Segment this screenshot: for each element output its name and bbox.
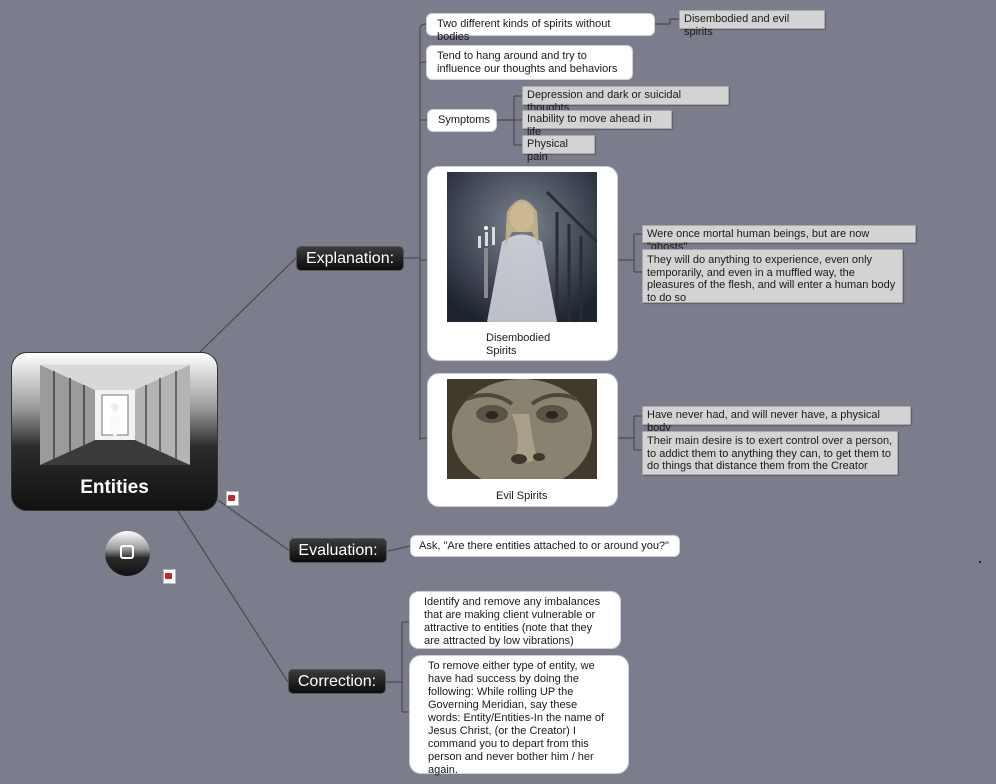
topic-spirit-kinds[interactable]: Two different kinds of spirits without b…: [426, 13, 655, 43]
procedure-line: person and never bother him / her: [428, 751, 594, 763]
note-line: temporarily, and even in a muffled way, …: [647, 266, 855, 279]
procedure-line: Governing Meridian, say these: [428, 699, 578, 711]
disembodied-caption-line: Disembodied: [486, 332, 551, 344]
ghost-woman-image: [447, 172, 597, 322]
gargoyle-image: [447, 379, 597, 479]
note-spirit-kinds-detail[interactable]: Disembodied and evil spirits: [679, 10, 825, 38]
central-topic-title: Entities: [80, 477, 149, 498]
note-line: pleasures of the flesh, and will enter a…: [647, 279, 896, 291]
procedure-line: have had success by doing the: [428, 673, 580, 685]
note-line: Their main desire is to exert control ov…: [647, 435, 893, 447]
stray-dot: [979, 561, 981, 563]
pdf-attachment-icon[interactable]: [226, 491, 239, 506]
procedure-line: Jesus Christ, (or the Creator) I: [428, 725, 576, 737]
imbalance-line: attractive to entities (note that they: [424, 622, 593, 634]
note-control-desire[interactable]: Their main desire is to exert control ov…: [642, 431, 898, 475]
procedure-line: To remove either type of entity, we: [428, 660, 595, 672]
hallway-image: [40, 365, 190, 465]
topic-influence[interactable]: Tend to hang around and try to influence…: [426, 45, 633, 80]
topic-remove-imbalances[interactable]: Identify and remove any imbalances that …: [409, 591, 621, 649]
note-flesh-pleasures[interactable]: They will do anything to experience, eve…: [642, 249, 903, 304]
topic-symptoms[interactable]: Symptoms: [427, 109, 497, 132]
branch-evaluation[interactable]: Evaluation:: [289, 538, 387, 563]
note-line: to addict them to anything they can, to …: [647, 447, 891, 460]
central-topic-entities[interactable]: Entities: [11, 352, 218, 511]
procedure-line: again.: [428, 764, 458, 776]
evil-caption: Evil Spirits: [496, 490, 548, 502]
note-line: do things that distance them from the Cr…: [647, 460, 868, 472]
symptom-item[interactable]: Depression and dark or suicidal thoughts: [522, 86, 729, 114]
procedure-line: command you to depart from this: [428, 738, 589, 750]
note-mortal-ghosts[interactable]: Were once mortal human beings, but are n…: [642, 225, 916, 253]
procedure-line: following: While rolling UP the: [428, 686, 574, 698]
imbalance-line: are attracted by low vibrations): [424, 635, 574, 647]
symptom-item[interactable]: Inability to move ahead in life: [522, 110, 672, 138]
imbalance-line: that are making client vulnerable or: [424, 609, 596, 621]
topic-evaluation-question[interactable]: Ask, "Are there entities attached to or …: [410, 535, 680, 557]
square-icon: [120, 545, 134, 559]
disembodied-caption-line: Spirits: [486, 345, 517, 357]
note-line: to do so: [647, 291, 687, 304]
imbalance-line: Identify and remove any imbalances: [424, 596, 601, 608]
branch-correction[interactable]: Correction:: [288, 669, 386, 694]
procedure-line: words: Entity/Entities-In the name of: [428, 712, 605, 724]
symptom-item[interactable]: Physical pain: [522, 135, 595, 163]
topic-disembodied-spirits[interactable]: Disembodied Spirits: [427, 166, 618, 361]
influence-line: influence our thoughts and behaviors: [437, 63, 618, 75]
branch-explanation[interactable]: Explanation:: [296, 246, 404, 271]
topic-evil-spirits[interactable]: Evil Spirits: [427, 373, 618, 507]
note-line: They will do anything to experience, eve…: [647, 254, 873, 266]
pdf-attachment-icon-2[interactable]: [163, 569, 176, 584]
collapse-toggle-button[interactable]: [105, 531, 150, 576]
influence-line: Tend to hang around and try to: [437, 50, 587, 62]
topic-removal-procedure[interactable]: To remove either type of entity, we have…: [409, 655, 629, 776]
note-no-physical-body[interactable]: Have never had, and will never have, a p…: [642, 406, 911, 434]
